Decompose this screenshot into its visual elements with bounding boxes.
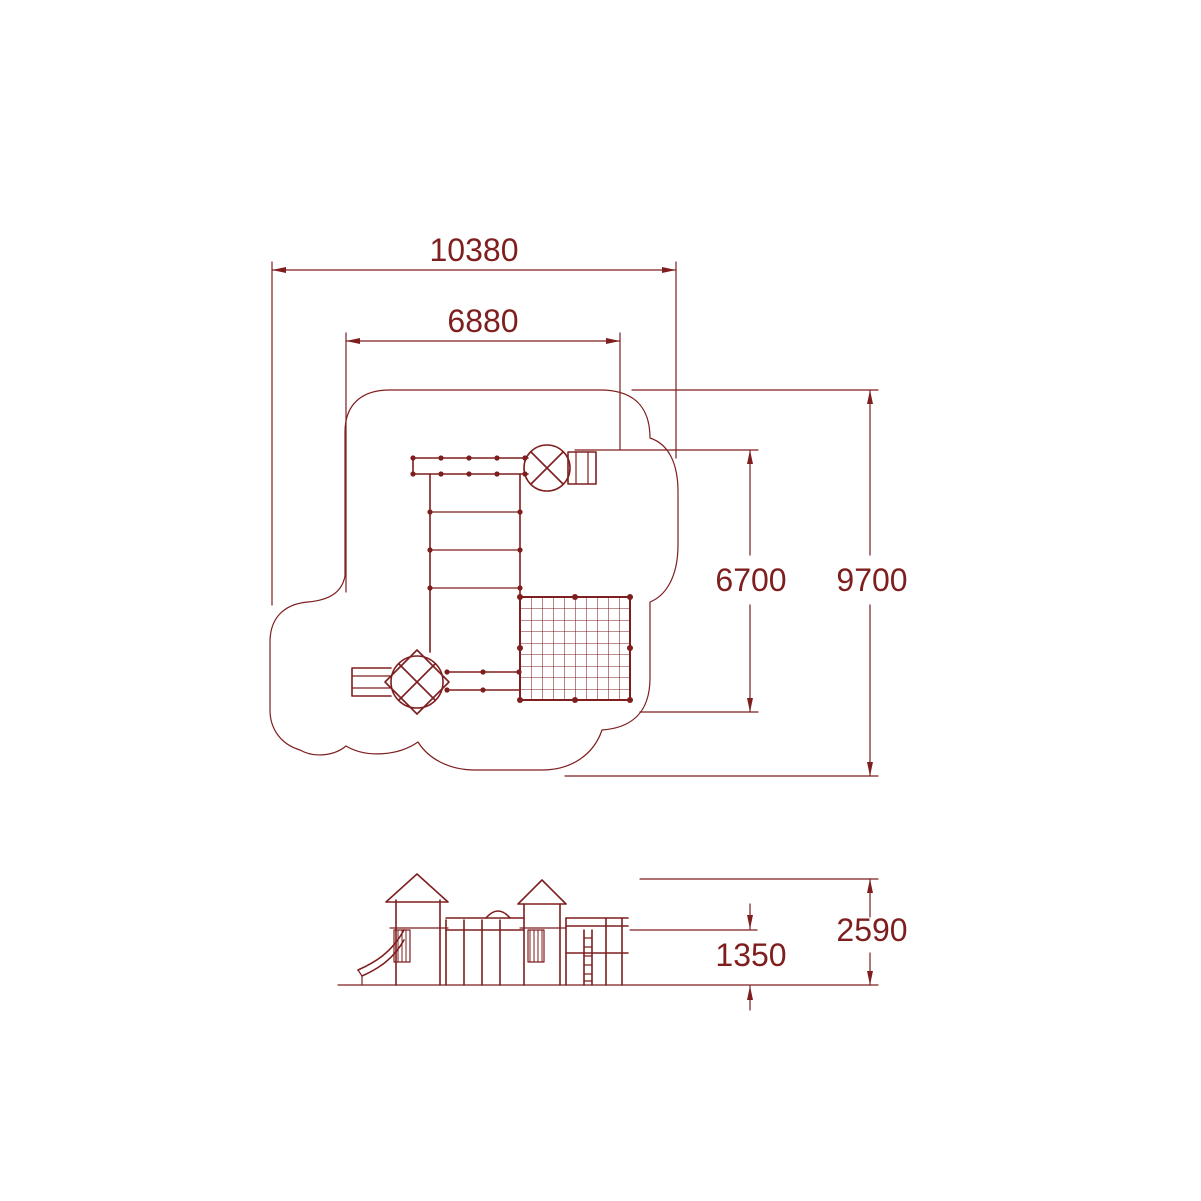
slide-plan [351,667,392,697]
right-platform-elevation [565,917,629,986]
tower-right-elevation [517,879,567,963]
dimension-elevation-overall-height: 2590 [639,878,908,986]
tower-top-plan [523,444,571,492]
dim-label-plan-outer-width: 10380 [430,232,519,268]
slide-elevation [357,929,405,986]
ladder-top-plan [567,451,597,485]
dim-label-platform-height: 1350 [715,937,786,973]
bridge-corridor-plan [427,473,523,653]
tower-lower-plan [384,649,450,715]
walkway-top-plan [410,455,529,477]
elevation-view: 2590 1350 [337,873,908,1011]
dimension-plan-outer-width: 10380 [271,232,677,606]
dimension-plan-outer-height: 9700 [564,389,908,777]
play-structure-elevation [337,873,641,986]
dim-label-plan-outer-height: 9700 [836,562,907,598]
dimension-elevation-platform-height: 1350 [629,903,787,1011]
dimension-plan-inner-height: 6700 [574,449,787,713]
walkway-bottom-plan [444,669,522,693]
plan-view: 10380 6880 6700 9700 [269,232,908,777]
dimension-plan-inner-width: 6880 [345,303,621,593]
play-structure-plan [351,444,633,715]
dim-label-plan-inner-height: 6700 [715,562,786,598]
tower-left-elevation [385,873,449,963]
middle-deck-elevation [445,910,525,931]
safety-area-outline [269,389,679,771]
posts-elevation [395,899,623,986]
dim-label-plan-inner-width: 6880 [447,303,518,339]
climbing-net-plan [517,594,633,703]
dim-label-overall-height: 2590 [836,912,907,948]
